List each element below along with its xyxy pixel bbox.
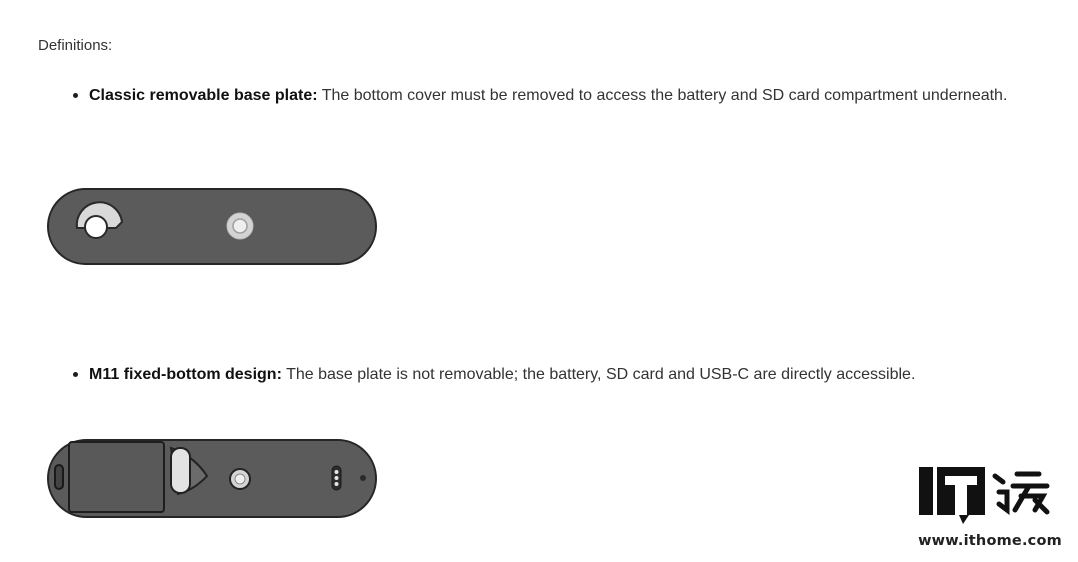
ithome-url: www.ithome.com bbox=[918, 533, 1062, 549]
definitions-heading: Definitions: bbox=[38, 37, 113, 54]
base-plate-body bbox=[47, 188, 377, 265]
bullet-term: M11 fixed-bottom design: bbox=[89, 366, 282, 383]
indicator-hole bbox=[360, 475, 366, 481]
ithome-logo-icon bbox=[919, 467, 1050, 524]
m11-fixed-bottom-illustration bbox=[47, 439, 377, 518]
bullet-description: The bottom cover must be removed to acce… bbox=[317, 87, 1008, 104]
base-plate-latch-knob bbox=[75, 201, 124, 239]
classic-base-plate-illustration bbox=[47, 188, 377, 265]
ithome-watermark: www.ithome.com bbox=[917, 464, 1063, 554]
bullet-m11-fixed-bottom: M11 fixed-bottom design: The base plate … bbox=[73, 363, 1039, 386]
tripod-socket bbox=[226, 212, 254, 240]
sd-card-slot bbox=[169, 446, 209, 496]
bullet-term: Classic removable base plate: bbox=[89, 87, 318, 104]
bullet-classic-base-plate: Classic removable base plate: The bottom… bbox=[73, 84, 1039, 107]
battery-compartment bbox=[68, 441, 165, 513]
bullet-description: The base plate is not removable; the bat… bbox=[281, 366, 916, 383]
tripod-socket bbox=[229, 468, 251, 490]
usb-c-port bbox=[54, 464, 64, 490]
contact-pins bbox=[331, 465, 342, 491]
